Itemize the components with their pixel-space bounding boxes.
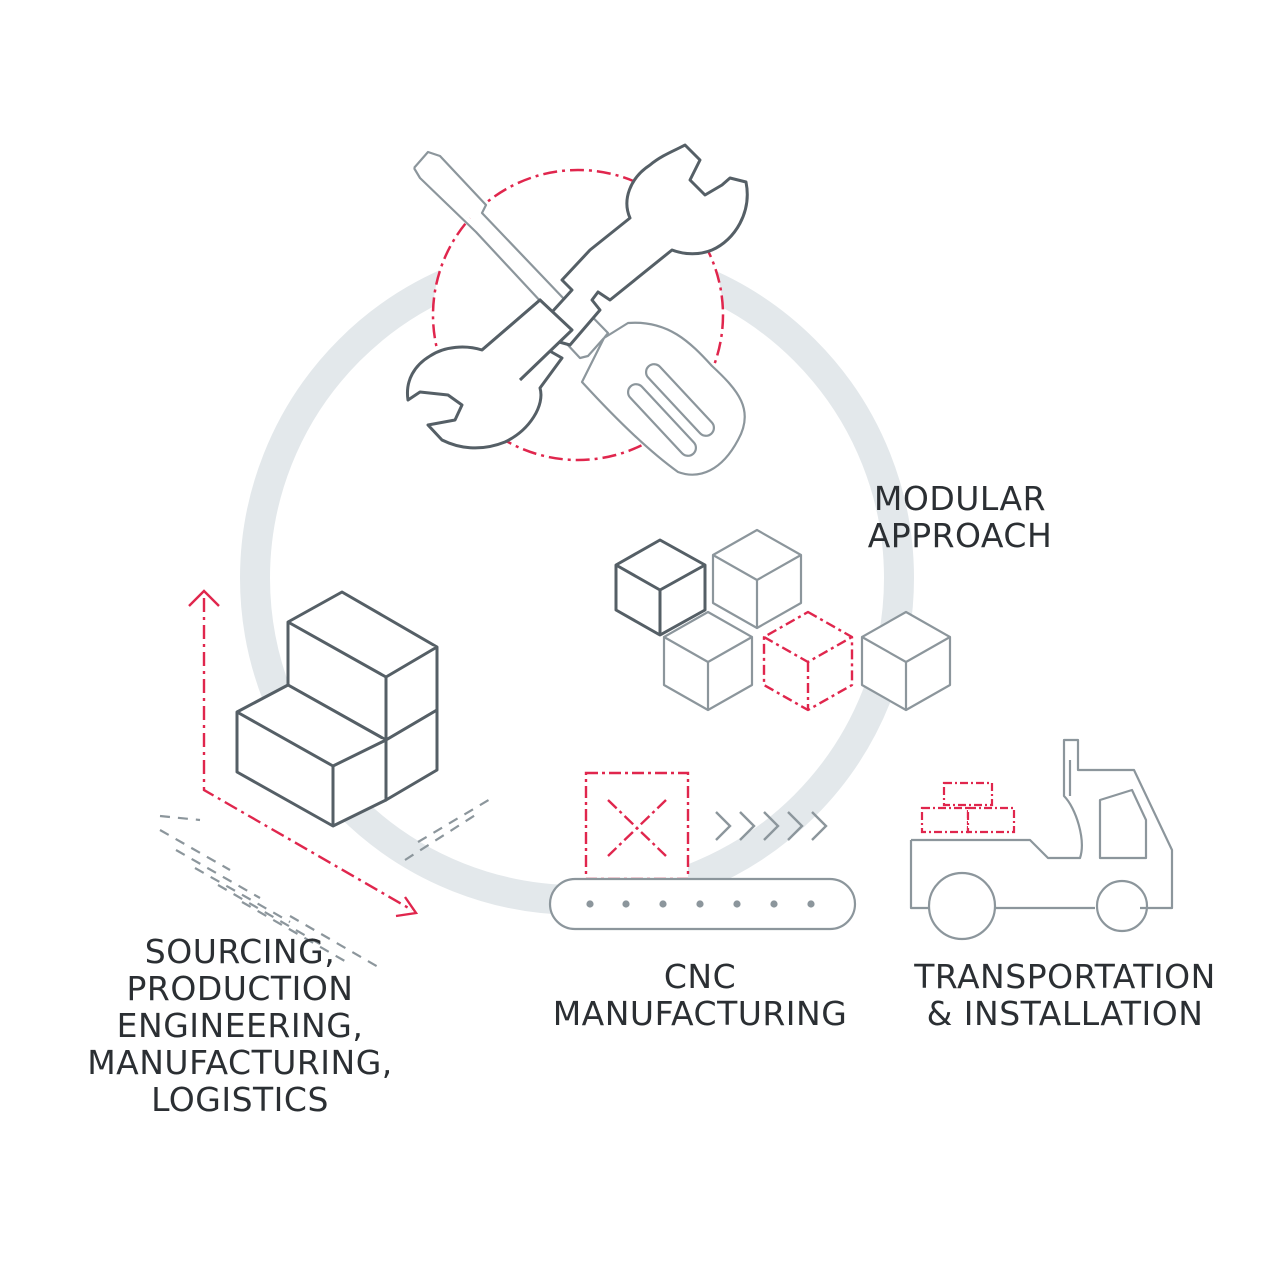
cargo-boxes-icon bbox=[920, 781, 1016, 834]
floor-hatch-lines bbox=[159, 797, 493, 969]
cube-dashed-red bbox=[762, 610, 854, 712]
label-line: APPROACH bbox=[867, 516, 1053, 555]
label-line: MODULAR bbox=[873, 479, 1047, 518]
cube-light-2 bbox=[662, 610, 754, 712]
cube-light-1 bbox=[711, 528, 803, 630]
arrow-heads bbox=[188, 589, 419, 918]
boxes-icon bbox=[235, 590, 439, 828]
label-line: TRANSPORTATION bbox=[914, 957, 1216, 996]
axis-arrows bbox=[202, 598, 413, 912]
cube-light-3 bbox=[860, 610, 952, 712]
label-line: MANUFACTURING, bbox=[87, 1043, 393, 1082]
cube-dark bbox=[614, 538, 707, 637]
crate-icon bbox=[584, 771, 690, 881]
label-line: & INSTALLATION bbox=[926, 994, 1204, 1033]
label-sourcing: SOURCING, PRODUCTION ENGINEERING, MANUFA… bbox=[40, 933, 440, 1118]
label-modular-approach: MODULAR APPROACH bbox=[830, 480, 1090, 554]
forklift-icon bbox=[909, 738, 1174, 941]
label-line: CNC bbox=[663, 957, 737, 996]
label-line: LOGISTICS bbox=[151, 1080, 329, 1119]
label-transportation-installation: TRANSPORTATION & INSTALLATION bbox=[880, 958, 1250, 1032]
label-line: MANUFACTURING bbox=[552, 994, 848, 1033]
conveyor-icon bbox=[548, 877, 857, 931]
wrench-icon bbox=[405, 143, 749, 450]
chevrons-icon bbox=[715, 811, 828, 841]
label-line: SOURCING, bbox=[144, 932, 336, 971]
label-line: PRODUCTION bbox=[126, 969, 354, 1008]
cubes-icon bbox=[614, 528, 952, 712]
label-line: ENGINEERING, bbox=[116, 1006, 364, 1045]
label-cnc-manufacturing: CNC MANUFACTURING bbox=[520, 958, 880, 1032]
